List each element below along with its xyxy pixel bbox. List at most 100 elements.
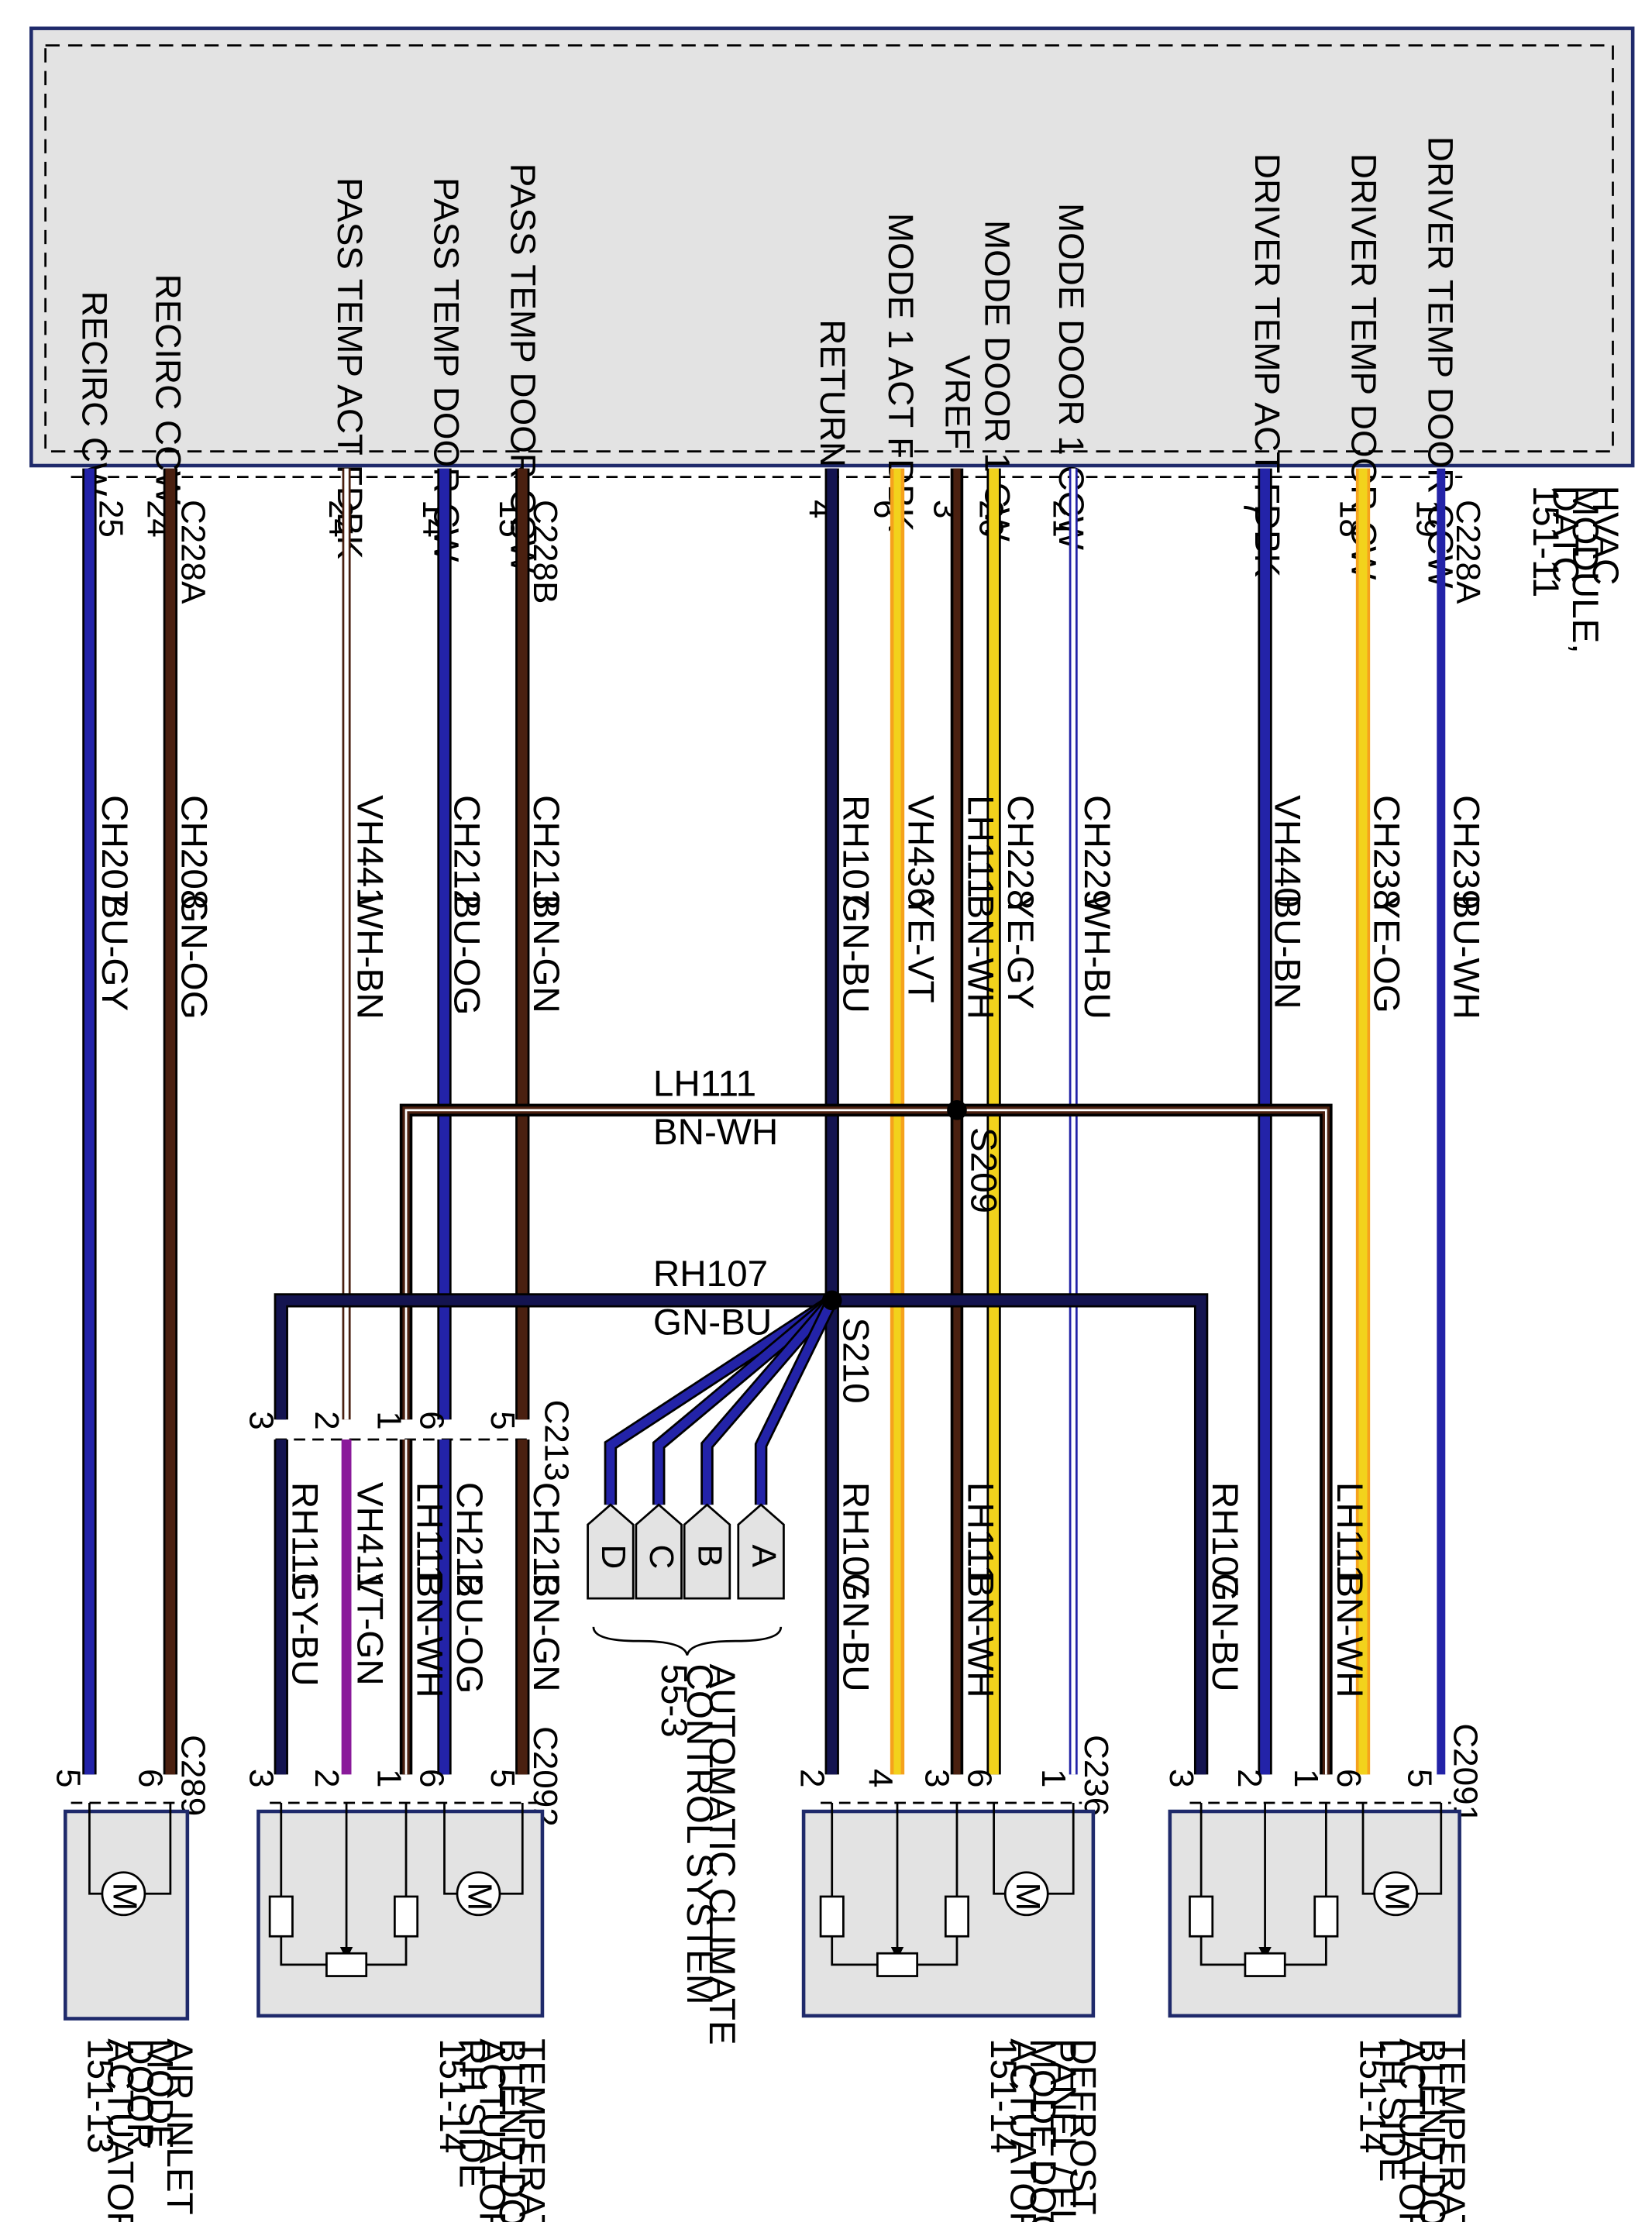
svg-text:AUTOMATIC CLIMATE: AUTOMATIC CLIMATE <box>701 1663 742 2045</box>
svg-text:TEMPERATURE: TEMPERATURE <box>1431 2038 1472 2222</box>
svg-text:BN-WH: BN-WH <box>409 1573 450 1697</box>
svg-text:GN-BU: GN-BU <box>1204 1573 1245 1691</box>
svg-text:CH238: CH238 <box>1366 795 1407 910</box>
svg-text:2: 2 <box>1230 1769 1268 1787</box>
svg-text:CH212: CH212 <box>446 795 487 910</box>
svg-text:GY-BU: GY-BU <box>284 1573 325 1686</box>
svg-text:151-14: 151-14 <box>1351 2038 1392 2153</box>
lh-blend-door-label: TEMPERATURE BLEND DOOR ACTUATOR, LH SIDE… <box>1351 2038 1472 2222</box>
svg-text:WH-BU: WH-BU <box>1076 894 1117 1019</box>
lh111-bus: LH111 BN-WH S209 <box>399 1064 1333 1775</box>
svg-text:RH111: RH111 <box>284 1482 325 1591</box>
bottom-pin-numbers: 5 6 3 2 1 6 5 2 4 3 6 1 3 2 1 6 5 <box>49 1769 1438 1787</box>
top-pin-numbers: 25 24 24 14 15 4 6 3 20 21 7 18 19 <box>91 500 1447 538</box>
svg-text:MODE DOOR: MODE DOOR <box>1022 2038 1063 2222</box>
svg-text:PANEL / FLOOR: PANEL / FLOOR <box>1042 2038 1083 2222</box>
svg-text:LH111: LH111 <box>1329 1482 1370 1585</box>
tap-b: B <box>690 1545 728 1567</box>
svg-text:2: 2 <box>793 1769 831 1787</box>
svg-text:6: 6 <box>961 1769 999 1787</box>
svg-text:3: 3 <box>1162 1769 1200 1787</box>
svg-text:VH440: VH440 <box>1266 795 1307 908</box>
svg-text:ACTUATOR: ACTUATOR <box>1003 2038 1044 2222</box>
svg-text:BN-WH: BN-WH <box>1329 1573 1370 1697</box>
rh107-bus-color: GN-BU <box>653 1302 772 1343</box>
tap-c: C <box>642 1545 680 1570</box>
wire-labels: CH207 BU-GY CH208 GN-OG VH441 WH-BN CH21… <box>94 795 1486 1020</box>
hvac-module-label: HVAC MODULE, DATC 151-11 <box>1525 486 1626 654</box>
svg-text:24: 24 <box>322 500 360 538</box>
svg-text:1: 1 <box>1287 1769 1325 1787</box>
hvac-module: RECIRC CW RECIRC CCW PASS TEMP ACT FDBK … <box>29 26 1635 654</box>
svg-text:CH207: CH207 <box>94 795 135 910</box>
svg-text:BU-GY: BU-GY <box>94 894 135 1011</box>
svg-text:BN-GN: BN-GN <box>525 894 566 1013</box>
svg-text:BLEND DOOR: BLEND DOOR <box>491 2038 532 2222</box>
svg-text:5: 5 <box>484 1411 521 1429</box>
resistor-icon <box>1189 1895 1214 1938</box>
svg-text:CH208: CH208 <box>174 795 215 910</box>
svg-text:CH239: CH239 <box>1445 795 1486 910</box>
splice-s210-dot <box>821 1290 842 1311</box>
resistor-icon <box>268 1895 294 1938</box>
svg-text:YE-GY: YE-GY <box>1000 894 1041 1009</box>
motor-icon <box>1373 1871 1419 1917</box>
svg-text:LH111: LH111 <box>960 795 1001 898</box>
connector-c213: C213 3 2 1 6 5 <box>242 1400 575 1481</box>
svg-text:ACTUATOR: ACTUATOR <box>99 2038 140 2222</box>
svg-text:LH111: LH111 <box>960 1482 1001 1585</box>
svg-text:151-14: 151-14 <box>432 2038 473 2153</box>
air-inlet-label: AIR INLET MODE DOOR ACTUATOR 151-13 <box>80 2038 201 2222</box>
svg-text:BLEND DOOR: BLEND DOOR <box>1411 2038 1452 2222</box>
resistor-icon <box>1313 1895 1339 1938</box>
potentiometer-icon <box>1244 1952 1286 1977</box>
svg-text:BU-WH: BU-WH <box>1445 894 1486 1019</box>
mode-door-actuator: M <box>801 1801 1096 2018</box>
svg-text:RH107: RH107 <box>835 795 876 910</box>
svg-text:ACTUATOR,: ACTUATOR, <box>1392 2038 1433 2222</box>
svg-text:25: 25 <box>91 500 129 538</box>
splice-taps: D C B A <box>587 1503 785 1656</box>
tap-d: D <box>594 1545 632 1570</box>
svg-text:GN-BU: GN-BU <box>835 1573 876 1691</box>
svg-text:HVAC: HVAC <box>1585 486 1626 586</box>
svg-text:VH436: VH436 <box>900 795 941 908</box>
svg-text:3: 3 <box>242 1411 280 1429</box>
svg-text:21: 21 <box>1046 500 1084 538</box>
svg-text:TEMPERATURE: TEMPERATURE <box>511 2038 552 2222</box>
air-inlet-actuator: M <box>63 1801 190 2021</box>
svg-text:CH229: CH229 <box>1076 795 1117 910</box>
motor-icon <box>1003 1871 1049 1917</box>
svg-text:CH213: CH213 <box>525 795 566 910</box>
svg-text:BU-BN: BU-BN <box>1266 894 1307 1009</box>
motor-icon <box>456 1871 501 1917</box>
connector-c236: C236 <box>1077 1735 1115 1816</box>
svg-text:151-11: 151-11 <box>1525 486 1566 598</box>
mode-door-label: DEFROST / PANEL / FLOOR MODE DOOR ACTUAT… <box>983 2038 1103 2222</box>
resistor-icon <box>944 1895 970 1938</box>
svg-text:BN-WH: BN-WH <box>960 1573 1001 1697</box>
resistor-icon <box>819 1895 845 1938</box>
svg-text:151-13: 151-13 <box>80 2038 121 2153</box>
svg-text:1: 1 <box>370 1411 408 1429</box>
svg-text:GN-OG: GN-OG <box>174 894 215 1019</box>
connector-c228a-right: C228A <box>1449 500 1487 604</box>
wires-lower <box>274 1439 530 1775</box>
svg-text:5: 5 <box>484 1769 521 1787</box>
svg-text:DEFROST /: DEFROST / <box>1062 2038 1103 2222</box>
rh-blend-door-label: TEMPERATURE BLEND DOOR ACTUATOR, RH SIDE… <box>432 2038 552 2222</box>
svg-text:DOOR: DOOR <box>119 2038 160 2149</box>
svg-text:6: 6 <box>1330 1769 1368 1787</box>
svg-text:BU-OG: BU-OG <box>449 1573 490 1694</box>
svg-text:M: M <box>1378 1883 1416 1911</box>
signal-return: RETURN <box>813 319 852 467</box>
svg-text:2: 2 <box>308 1411 346 1429</box>
svg-text:DATC: DATC <box>1545 486 1586 583</box>
svg-text:4: 4 <box>861 1769 899 1787</box>
lh-blend-door-actuator: M <box>1168 1801 1461 2018</box>
rh-blend-door-actuator: M <box>256 1801 545 2018</box>
climate-system-label: AUTOMATIC CLIMATE CONTROL SYSTEM 55-3 <box>653 1663 742 2045</box>
svg-text:YE-OG: YE-OG <box>1366 894 1407 1013</box>
svg-text:1: 1 <box>370 1769 408 1787</box>
